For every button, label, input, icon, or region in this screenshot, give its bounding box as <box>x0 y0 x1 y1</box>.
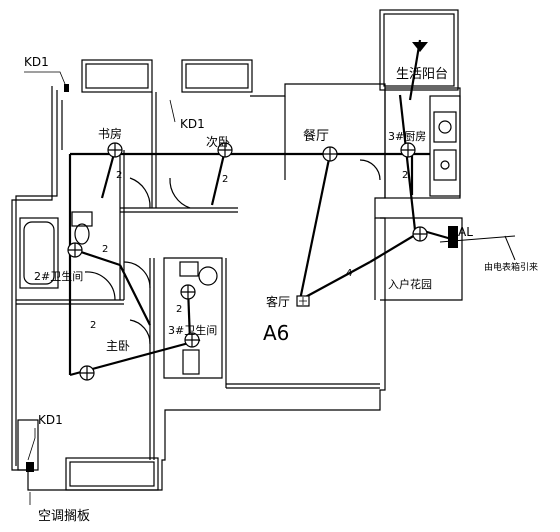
circuit-number: 2 <box>222 174 228 185</box>
ac-panel-label: 空调搁板 <box>38 509 90 524</box>
lamp-study-icon <box>107 142 123 158</box>
kd1-top-label: KD1 <box>24 55 49 69</box>
lamp-bath3b-icon <box>184 332 200 348</box>
balcony-outline <box>379 9 459 91</box>
circuit-number: 2 <box>90 320 96 331</box>
bathroom3-outline <box>163 257 223 379</box>
lamp-bath3-icon <box>180 284 196 300</box>
window-second-bedroom <box>181 59 253 93</box>
distribution-panel-icon <box>448 226 458 248</box>
bathtub <box>19 217 59 289</box>
meter-note-label: 由电表箱引来 <box>484 261 538 273</box>
room-labels: KD1 KD1 KD1 书房 次卧 餐厅 生活阳台 3#厨房 2#卫生间 主卧 … <box>24 55 538 524</box>
entrance-garden-label: 入户花园 <box>388 277 432 291</box>
circuit-number: 2 <box>102 244 108 255</box>
lamp-kitchen-icon <box>400 142 416 158</box>
second-bedroom-label: 次卧 <box>206 135 230 149</box>
circuit-number: 2 <box>402 170 408 181</box>
circuit-numbers: 2 2 2 4 2 2 2 <box>90 170 408 331</box>
balcony-label: 生活阳台 <box>396 67 448 82</box>
circuit-number: 4 <box>346 268 352 279</box>
kd1-top-outlet-icon <box>64 84 69 92</box>
walls <box>11 9 463 491</box>
circuit-number: 2 <box>176 304 182 315</box>
bathroom3-label: 3#卫生间 <box>168 323 217 337</box>
lamp-dining-icon <box>322 146 338 162</box>
lamp-bath2-icon <box>67 242 83 258</box>
wiring <box>68 39 456 377</box>
master-bedroom-label: 主卧 <box>106 339 130 353</box>
lamp-second-bedroom-icon <box>217 142 233 158</box>
balcony-lamp-icon <box>412 42 428 52</box>
leader-lines <box>24 71 176 505</box>
window-study <box>81 59 153 93</box>
kd1-mid-label: KD1 <box>180 117 205 131</box>
ac-outlet-icon <box>26 462 34 472</box>
lamp-entrance-icon <box>412 226 428 242</box>
circuit-number: 2 <box>116 170 122 181</box>
bathroom2-label: 2#卫生间 <box>34 269 83 283</box>
lamp-fixtures <box>67 142 428 381</box>
lamp-master-icon <box>79 365 95 381</box>
kd1-bottom-label: KD1 <box>38 413 63 427</box>
dining-label: 餐厅 <box>303 128 329 144</box>
panel-label: AL <box>458 225 473 239</box>
living-room-label: 客厅 <box>266 294 290 309</box>
unit-name-label: A6 <box>263 321 289 345</box>
window-master-bedroom <box>65 457 159 491</box>
study-label: 书房 <box>98 126 122 141</box>
kitchen-label: 3#厨房 <box>388 130 426 143</box>
